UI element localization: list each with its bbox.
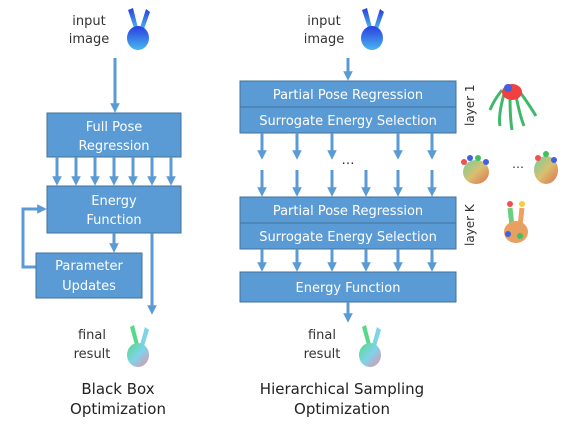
left-parallel-arrows	[52, 157, 176, 186]
left-final-hand-image	[127, 325, 149, 367]
surrogate-energy-selection-layer1-label: Surrogate Energy Selection	[259, 114, 437, 129]
right-arrows-row2	[257, 170, 437, 197]
right-energy-function-label: Energy Function	[296, 281, 401, 296]
side-dots: …	[512, 157, 524, 171]
right-input-label-line1: input	[307, 14, 340, 29]
partial-pose-regression-layerk-box	[239, 196, 457, 224]
left-input-hand-image	[127, 8, 150, 50]
partial-pose-regression-layer1-box	[239, 80, 457, 108]
layer1-hand-skeleton-image	[488, 84, 538, 131]
left-caption-line1: Black Box	[81, 380, 154, 398]
right-energy-function-box	[239, 271, 457, 303]
candidate-hand-1-image	[461, 155, 489, 184]
left-full-pose-line1: Full Pose	[86, 120, 142, 135]
right-input-label-line2: image	[304, 32, 345, 47]
left-energy-line1: Energy	[91, 194, 137, 209]
left-input-label-line1: input	[72, 14, 105, 29]
right-caption-line2: Optimization	[294, 400, 390, 418]
right-middle-dots: …	[342, 153, 355, 168]
left-input-label-line2: image	[69, 32, 110, 47]
right-final-label-line1: final	[308, 328, 336, 343]
layer-k-label: layer K	[463, 203, 477, 246]
right-final-hand-image	[359, 325, 381, 367]
surrogate-energy-selection-layerk-label: Surrogate Energy Selection	[259, 230, 437, 245]
surrogate-energy-selection-layerk-box	[239, 222, 457, 250]
left-param-line2: Updates	[62, 279, 116, 294]
right-input-hand-image	[361, 8, 384, 50]
partial-pose-regression-layerk-label: Partial Pose Regression	[273, 204, 423, 219]
candidate-hand-2-image	[534, 151, 558, 184]
layer-1-label: layer 1	[463, 84, 477, 126]
right-arrows-row3	[257, 249, 437, 272]
left-full-pose-line2: Regression	[78, 139, 149, 154]
right-final-label-line2: result	[304, 347, 341, 362]
left-feedback-arrow	[21, 204, 47, 269]
left-final-label-line2: result	[74, 347, 111, 362]
partial-pose-regression-layer1-label: Partial Pose Regression	[273, 88, 423, 103]
left-param-line1: Parameter	[55, 259, 123, 274]
surrogate-energy-selection-layer1-box	[239, 106, 457, 134]
left-parameter-updates-box	[35, 252, 143, 299]
layerk-hand-skeleton-image	[504, 201, 528, 243]
right-arrows-row1	[257, 133, 437, 160]
left-final-label-line1: final	[78, 328, 106, 343]
left-energy-line2: Function	[86, 213, 141, 228]
left-energy-function-box	[46, 185, 182, 234]
left-caption-line2: Optimization	[70, 400, 166, 418]
right-caption-line1: Hierarchical Sampling	[260, 380, 424, 398]
